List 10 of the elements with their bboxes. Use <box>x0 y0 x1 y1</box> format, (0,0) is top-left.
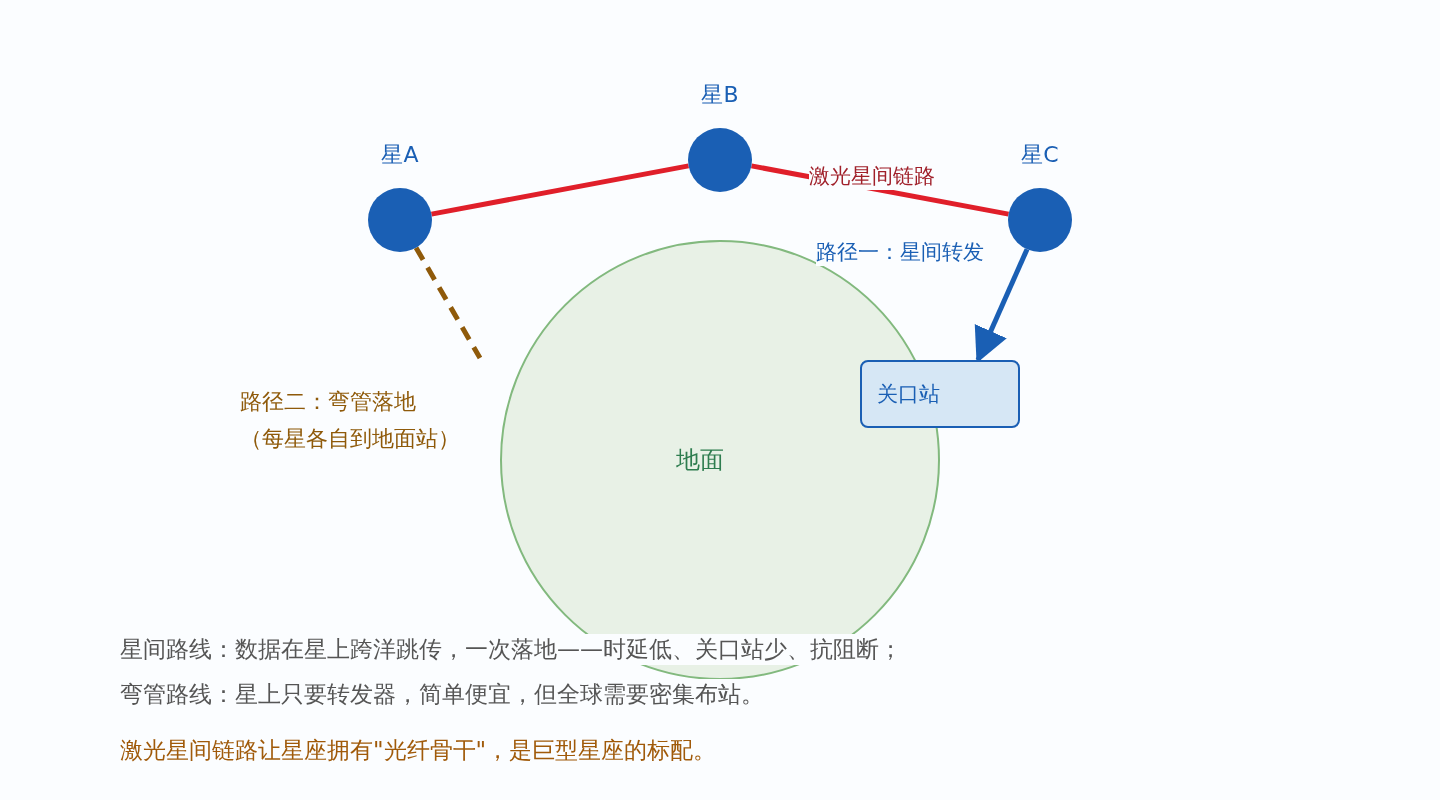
satellite-label: 星B <box>701 81 739 109</box>
gateway-station-box <box>860 360 1020 428</box>
earth-label: 地面 <box>676 445 724 476</box>
satellite-label: 星A <box>381 141 419 169</box>
edge-label: 路径一：星间转发 <box>816 238 984 266</box>
link-line <box>431 163 689 217</box>
edge-label: 激光星间链路 <box>809 162 935 190</box>
dashed-link-line <box>413 246 483 360</box>
satellite-label: 星C <box>1021 141 1059 169</box>
gateway-label: 关口站 <box>877 381 940 408</box>
